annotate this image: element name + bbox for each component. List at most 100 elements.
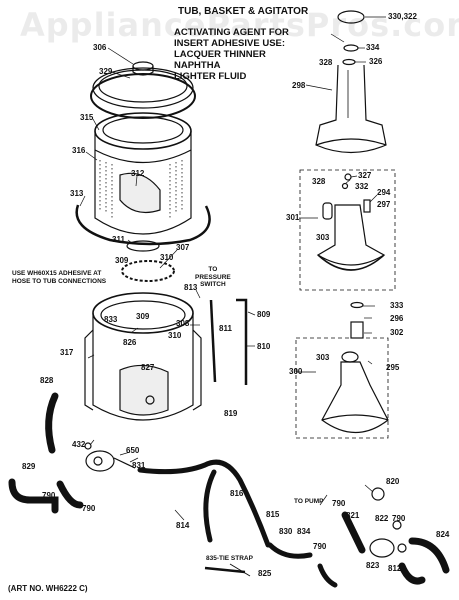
part-label: 317: [60, 348, 74, 357]
part-label: 300: [289, 367, 303, 376]
part-label: 303: [316, 353, 330, 362]
adhesive-note: ACTIVATING AGENT FOR INSERT ADHESIVE USE…: [174, 27, 289, 82]
part-label: 826: [123, 338, 137, 347]
part-label: 328: [312, 177, 326, 186]
part-label: 313: [70, 189, 84, 198]
part-label: 821: [346, 511, 360, 520]
hose-adhesive-note-line: HOSE TO TUB CONNECTIONS: [12, 277, 107, 285]
part-label: 814: [176, 521, 190, 530]
pump-hose-art: [341, 511, 450, 585]
part-label: 310: [160, 253, 174, 262]
water-hose-art: [137, 459, 338, 588]
part-label: 329: [99, 67, 113, 76]
drain-hose-art: [8, 392, 84, 514]
part-label: 813: [184, 283, 198, 292]
part-label: 315: [80, 113, 94, 122]
part-label: 810: [257, 342, 271, 351]
part-label: 790: [313, 542, 327, 551]
part-label: 332: [355, 182, 369, 191]
art-number: (ART NO. WH6222 C): [8, 584, 88, 593]
part-label: 334: [366, 43, 380, 52]
pressure-switch-note: TO PRESSURE SWITCH: [195, 266, 231, 289]
hose-adhesive-note-line: USE WH60X15 ADHESIVE AT: [12, 270, 102, 277]
part-label: 316: [72, 146, 86, 155]
basket-art: [94, 112, 192, 235]
part-label: 307: [176, 243, 190, 252]
part-label: 790: [82, 504, 96, 513]
tub-cover-art: [90, 61, 196, 119]
part-label: 303: [316, 233, 330, 242]
part-label: 650: [126, 446, 140, 455]
hose-adhesive-note: USE WH60X15 ADHESIVE AT HOSE TO TUB CONN…: [12, 270, 106, 285]
pressure-switch-note-line: SWITCH: [200, 281, 226, 288]
part-label: 822: [375, 514, 389, 523]
pressure-switch-note-line: PRESSURE: [195, 273, 231, 281]
tub-ring-art: [75, 204, 211, 246]
part-label: 812: [388, 564, 402, 573]
pump-assembly-art: [84, 442, 136, 472]
tie-strap-note: 835-TIE STRAP: [206, 555, 253, 562]
part-label: 310: [168, 331, 182, 340]
part-label: 830: [279, 527, 293, 536]
part-label: 294: [377, 188, 391, 197]
agitator-art-298: [315, 10, 387, 154]
adhesive-note-line: LACQUER THINNER: [174, 49, 266, 60]
snubber-ring-art: [126, 240, 160, 252]
part-label: 333: [390, 301, 404, 310]
part-label: 312: [131, 169, 145, 178]
part-label: 326: [369, 57, 383, 66]
part-label: 306: [93, 43, 107, 52]
seal-ring-art: [121, 260, 175, 282]
part-label: 327: [358, 171, 372, 180]
part-label: 816: [230, 489, 244, 498]
part-label: 834: [297, 527, 311, 536]
part-label: 330,322: [388, 12, 417, 21]
part-label: 820: [386, 477, 400, 486]
leader-lines: [79, 16, 386, 521]
part-label: 829: [22, 462, 36, 471]
part-label: 790: [42, 491, 56, 500]
adhesive-note-line: ACTIVATING AGENT FOR: [174, 27, 289, 38]
part-label: 309: [136, 312, 150, 321]
part-label: 296: [390, 314, 404, 323]
part-label: 790: [332, 499, 346, 508]
agitator-box-301: [299, 169, 396, 291]
to-pump-note: TO PUMP: [294, 498, 324, 505]
part-label: 308: [176, 319, 190, 328]
part-label: 298: [292, 81, 306, 90]
part-label: 811: [219, 324, 232, 333]
part-label: 790: [392, 514, 406, 523]
agitator-art-301: [316, 173, 386, 271]
adhesive-note-line: LIGHTER FLUID: [174, 71, 247, 82]
part-label: 824: [436, 530, 450, 539]
part-label: 311: [112, 235, 125, 244]
part-label: 809: [257, 310, 271, 319]
agitator-box-300: [295, 337, 389, 439]
pressure-switch-note-line: TO: [208, 266, 218, 273]
part-label: 295: [386, 363, 400, 372]
part-label: 831: [132, 461, 146, 470]
part-label: 815: [266, 510, 280, 519]
part-label: 328: [319, 58, 333, 67]
part-label: 827: [141, 363, 155, 372]
part-label: 823: [366, 561, 380, 570]
part-label: 828: [40, 376, 54, 385]
part-label: 297: [377, 200, 391, 209]
adhesive-note-line: NAPHTHA: [174, 60, 221, 71]
part-label: 302: [390, 328, 404, 337]
pressure-hose-art: [209, 298, 248, 385]
part-label: 301: [286, 213, 300, 222]
part-label: 833: [104, 315, 118, 324]
adhesive-note-line: INSERT ADHESIVE USE:: [174, 38, 286, 49]
part-label: 825: [258, 569, 272, 578]
agitator-art-300: [321, 301, 389, 433]
part-label: 309: [115, 256, 129, 265]
part-label: 432: [72, 440, 86, 449]
diagram-title: TUB, BASKET & AGITATOR: [178, 6, 309, 17]
tie-strap-art: [204, 566, 246, 574]
part-label: 819: [224, 409, 238, 418]
watermark: AppliancePartsPros.com: [20, 6, 459, 44]
pump-clamp-art: [369, 487, 407, 558]
